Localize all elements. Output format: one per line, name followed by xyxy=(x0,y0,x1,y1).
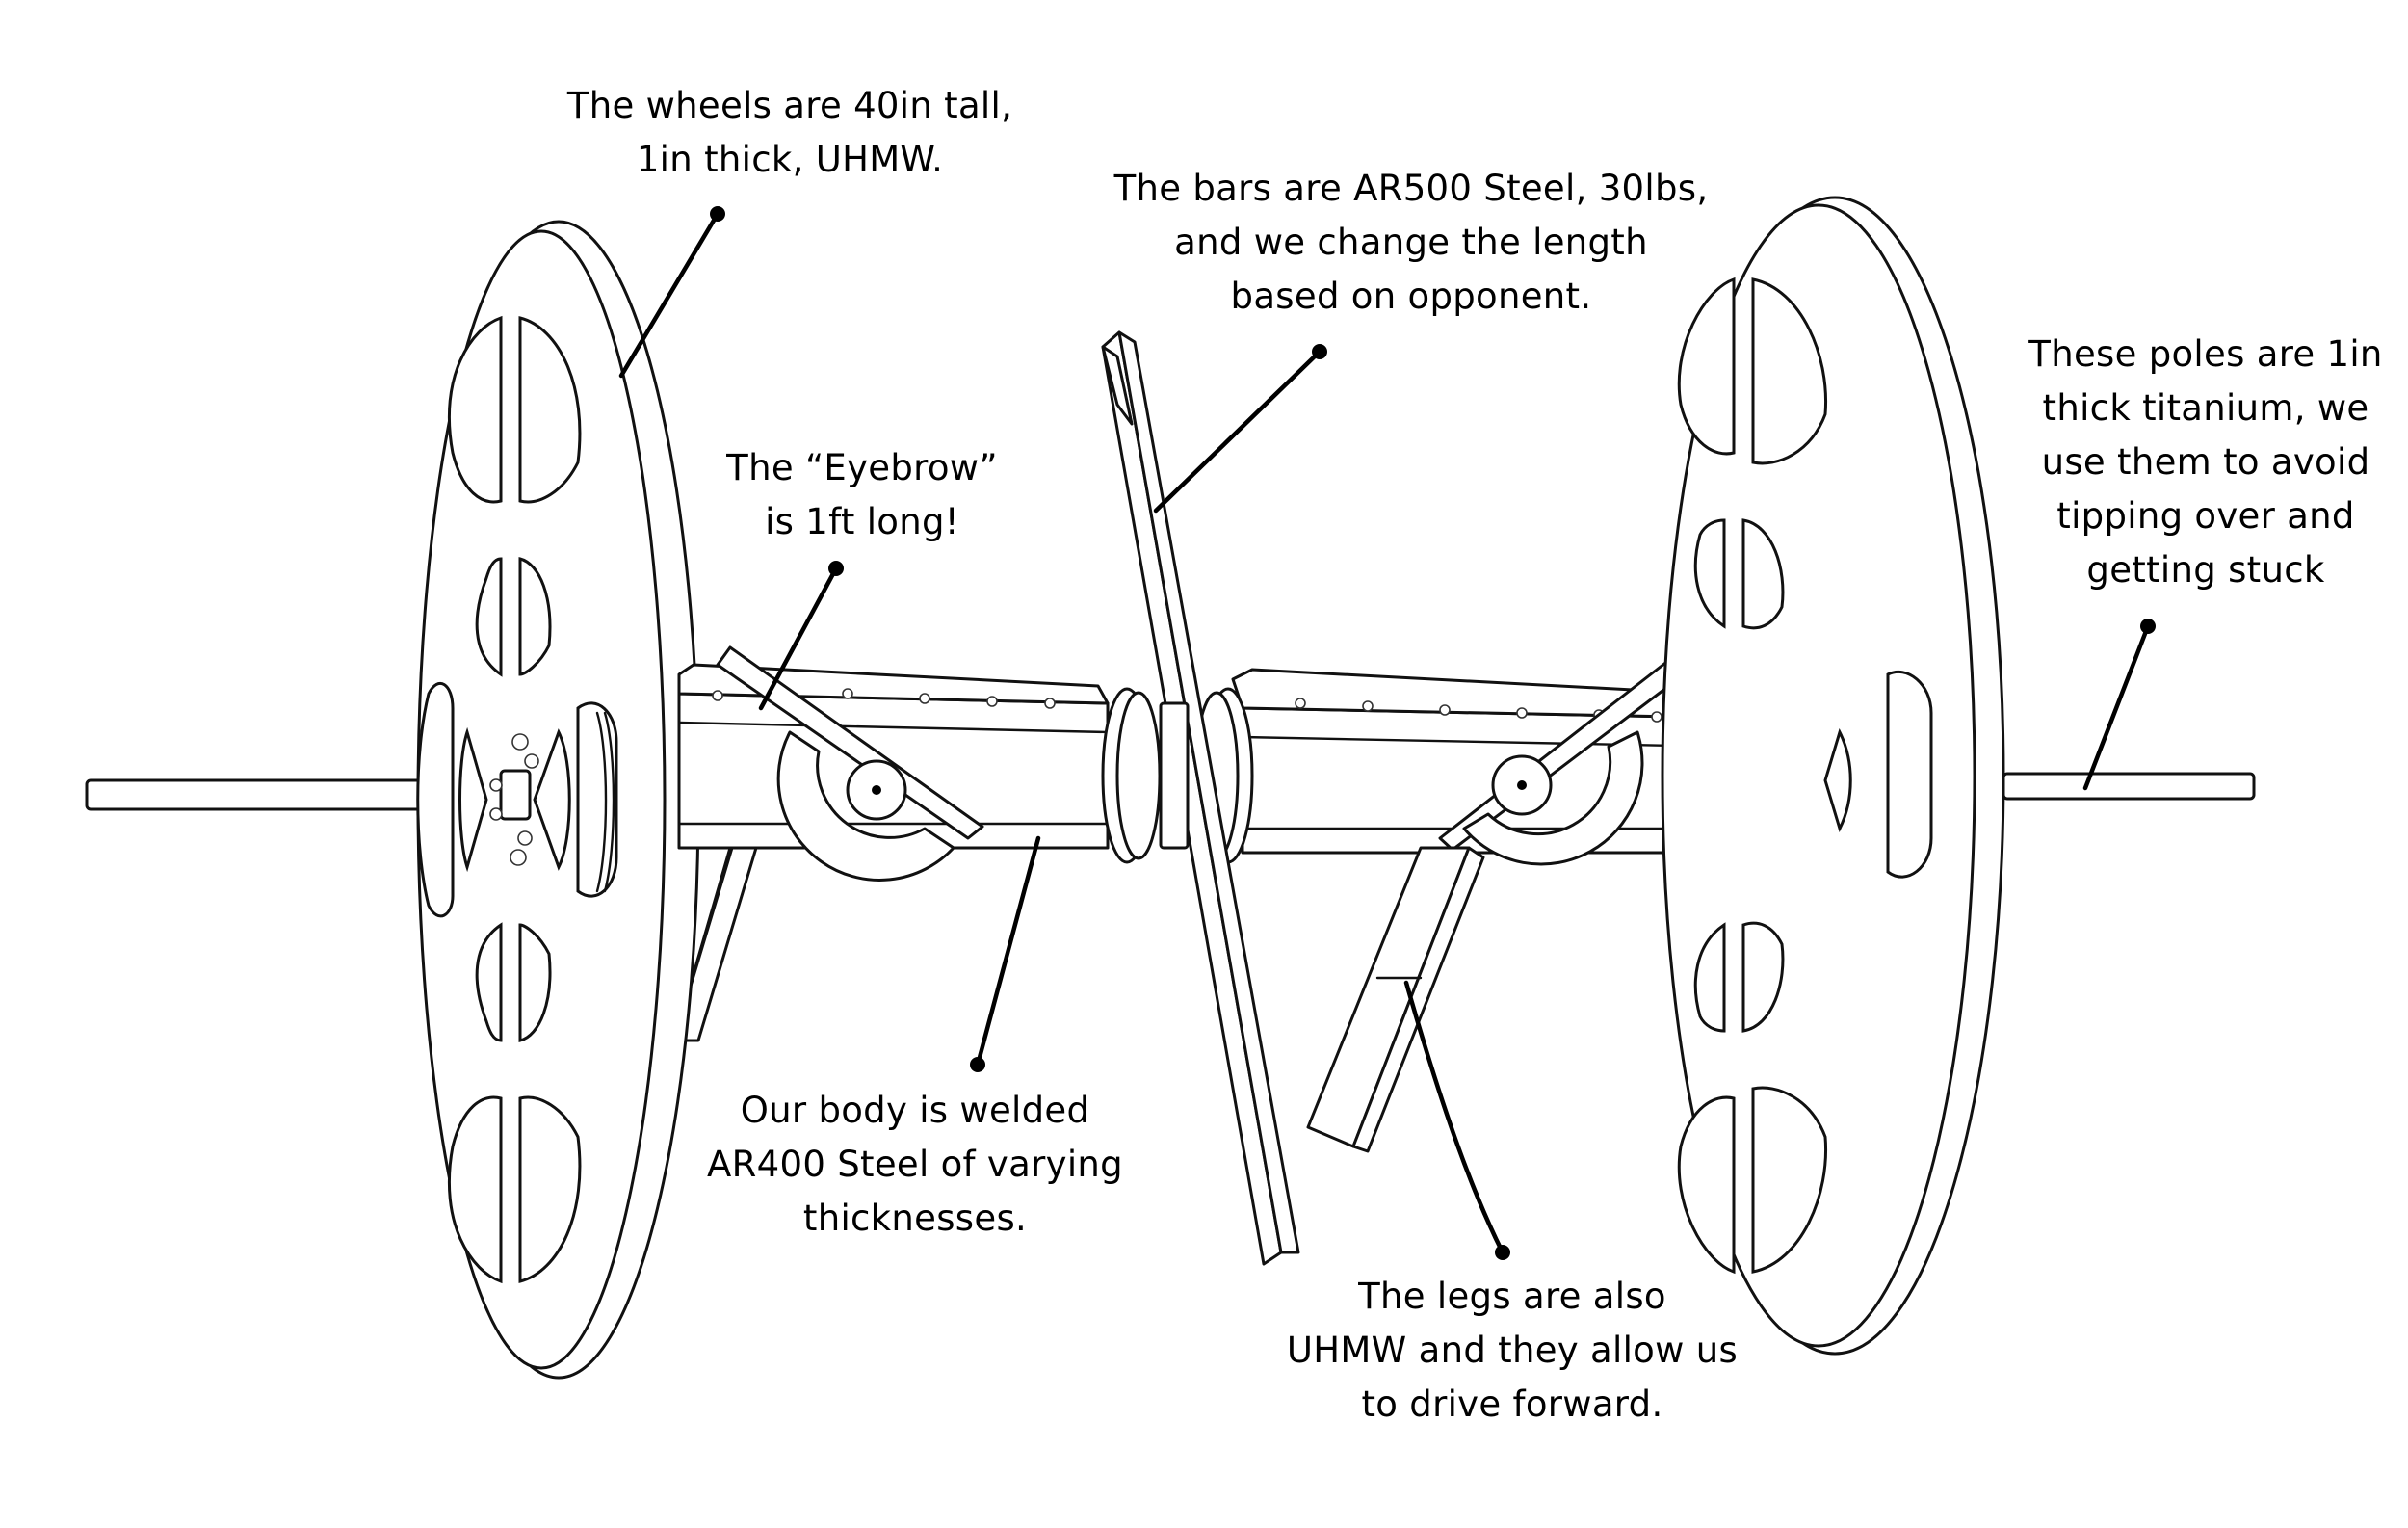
wheels-leader-dot xyxy=(710,206,725,222)
poles-leader xyxy=(2082,623,2151,791)
wheels-leader xyxy=(618,211,720,379)
right-pole xyxy=(2002,772,2256,801)
eyebrow-leader xyxy=(758,566,839,711)
body-leader xyxy=(975,835,1041,1067)
poles-callout: These poles are 1in thick titanium, we u… xyxy=(2028,333,2383,591)
bars-callout: The bars are AR500 Steel, 30lbs, and we … xyxy=(1113,168,1709,317)
legs-callout: The legs are also UHMW and they allow us… xyxy=(1286,1276,1739,1425)
right-leg xyxy=(1306,846,1485,1153)
eyebrow-callout: The “Eyebrow” is 1ft long! xyxy=(726,447,998,542)
legs-leader xyxy=(1403,980,1505,1255)
leader-lines xyxy=(618,206,2156,1260)
body-leader-dot xyxy=(970,1057,985,1072)
body-callout: Our body is welded AR400 Steel of varyin… xyxy=(707,1090,1123,1239)
left-wheel xyxy=(416,220,700,1380)
right-wheel xyxy=(1661,196,2005,1356)
bars-leader-dot xyxy=(1312,344,1327,359)
legs-leader-dot xyxy=(1495,1245,1510,1260)
eyebrow-leader-dot xyxy=(828,561,844,576)
right-eyebrow xyxy=(1438,651,1692,866)
bars-leader xyxy=(1153,349,1322,514)
wheels-callout: The wheels are 40in tall, 1in thick, UHM… xyxy=(566,85,1013,180)
poles-leader-dot xyxy=(2140,619,2156,634)
center-bar xyxy=(1101,330,1300,1266)
left-eyebrow xyxy=(716,645,984,882)
